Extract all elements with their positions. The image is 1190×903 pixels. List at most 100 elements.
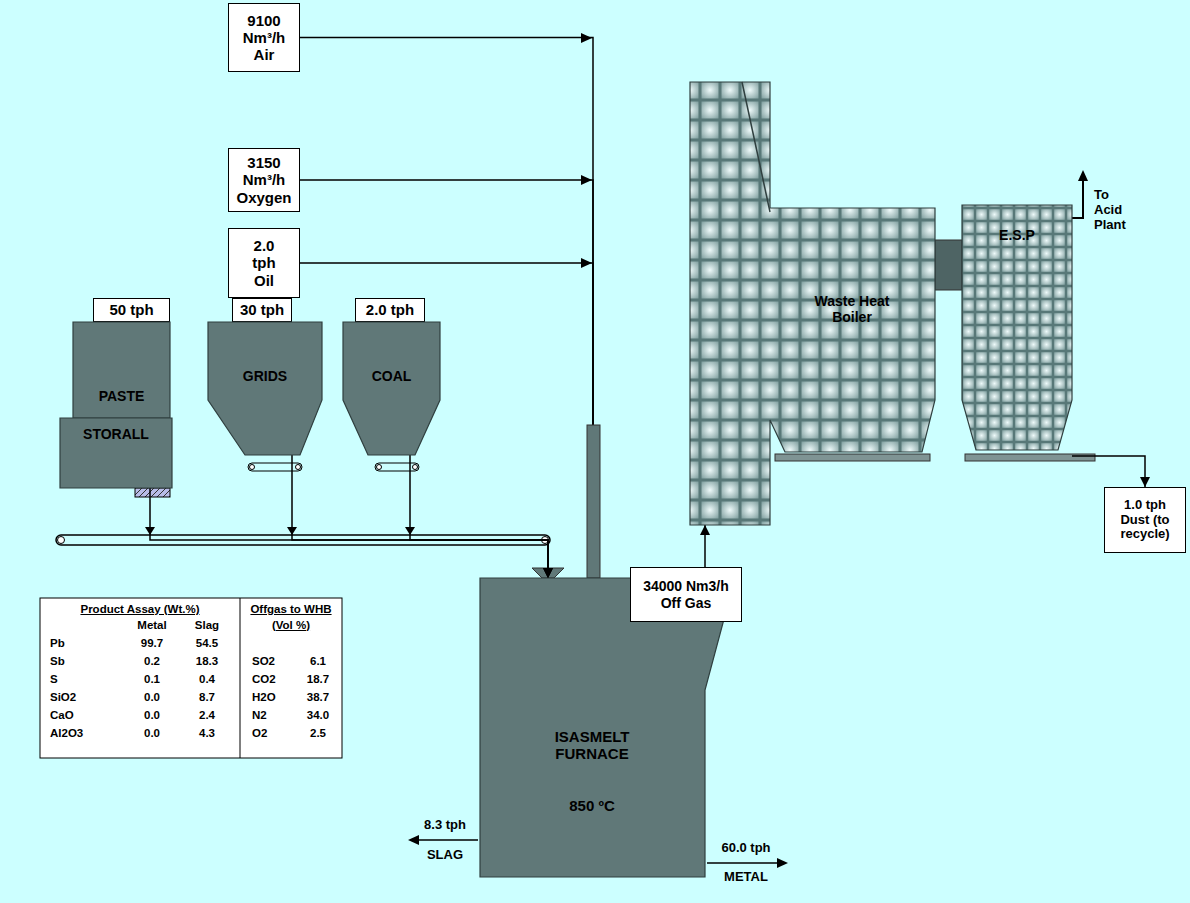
table-cell: Al2O3 (50, 727, 83, 740)
paste-bin: PASTE (73, 322, 170, 418)
grids-hopper: GRIDS (208, 322, 322, 455)
belt-pulley (377, 465, 382, 470)
table-cell: 0.0 (144, 691, 160, 704)
flow-connector (410, 455, 548, 578)
table-cell: O2 (252, 727, 267, 740)
arrowhead (777, 858, 788, 868)
flow-connector (300, 38, 593, 579)
column-header: Metal (137, 619, 166, 632)
arrowhead (408, 835, 419, 845)
flow-rate: 60.0 tph (721, 841, 770, 856)
rate-tag: 50 tph (93, 298, 170, 322)
screw-feeder (135, 488, 170, 497)
table-cell: 4.3 (199, 727, 215, 740)
storall-feeder-body (60, 418, 172, 488)
rate-tag: 30 tph (232, 298, 292, 322)
gas-duct (935, 240, 962, 290)
box-label: 9100 Nm³/h Air (243, 12, 286, 64)
flow-connector (1072, 456, 1145, 487)
isasmelt-furnace: ISASMELT FURNACE 850 ºC (480, 578, 735, 877)
isasmelt-furnace-body (480, 578, 735, 877)
table-header: Offgas to WHB (250, 603, 331, 616)
offgas-box: 34000 Nm3/h Off Gas (630, 567, 742, 622)
flow-connector (300, 263, 593, 578)
storall-feeder: STORALL (60, 418, 172, 488)
table-divider (240, 598, 241, 758)
shape-label: PASTE (73, 388, 170, 404)
assay-table (40, 598, 342, 758)
belt-feeder (248, 463, 302, 471)
coal-hopper-outline (343, 322, 440, 455)
table-cell: 34.0 (307, 709, 329, 722)
boiler-division (742, 82, 770, 212)
table-cell: 18.7 (307, 673, 329, 686)
waste-heat-boiler: Waste Heat Boiler (690, 82, 935, 525)
table-cell: 38.7 (307, 691, 329, 704)
flow-connector (150, 488, 548, 578)
belt-pulley (58, 537, 65, 544)
grids-hopper-body (208, 322, 322, 455)
input-box: 3150 Nm³/h Oxygen (228, 148, 300, 212)
input-box: 2.0 tph Oil (228, 228, 300, 298)
box-label: 3150 Nm³/h Oxygen (236, 154, 291, 206)
table-cell: 54.5 (196, 637, 218, 650)
flow-label: SLAG (427, 848, 463, 863)
shape-label: 850 ºC (542, 797, 642, 814)
dust-box: 1.0 tph Dust (to recycle) (1104, 487, 1186, 553)
table-cell: 0.1 (144, 673, 160, 686)
arrowhead (1078, 170, 1088, 181)
table-cell: 6.1 (310, 655, 326, 668)
column-header: Slag (195, 619, 219, 632)
box-label: 1.0 tph Dust (to recycle) (1109, 498, 1181, 543)
flow-connector (704, 525, 706, 567)
table-cell: 0.0 (144, 727, 160, 740)
box-label: 34000 Nm3/h Off Gas (635, 578, 737, 610)
waste-heat-boiler-outline (690, 82, 935, 525)
paste-bin-body (73, 322, 170, 418)
table-cell: CaO (50, 709, 74, 722)
table-cell: S (50, 673, 58, 686)
box-label: 2.0 tph Oil (252, 237, 275, 289)
shape-label: STORALL (60, 426, 172, 442)
box-label: 30 tph (240, 301, 284, 318)
shape-label: ISASMELT FURNACE (542, 728, 642, 763)
input-box: 9100 Nm³/h Air (228, 3, 300, 72)
shape-label: COAL (343, 368, 440, 384)
top-entry-lance (587, 425, 600, 578)
box-label: 2.0 tph (366, 301, 414, 318)
flow-connector (292, 455, 548, 578)
table-cell: 0.0 (144, 709, 160, 722)
flow-rate: 8.3 tph (424, 818, 466, 833)
table-cell: 2.5 (310, 727, 326, 740)
flow-connector (300, 180, 593, 578)
shape-label: Waste Heat Boiler (802, 293, 902, 325)
shape-label: E.S.P (962, 227, 1072, 243)
table-cell: 0.4 (199, 673, 215, 686)
waste-heat-boiler-body (690, 82, 935, 525)
flow-label: To Acid Plant (1094, 188, 1126, 233)
box-label: 50 tph (109, 301, 153, 318)
table-cell: H2O (252, 691, 276, 704)
table-cell: N2 (252, 709, 267, 722)
tap-arrow (418, 839, 478, 841)
tap-arrow (707, 862, 778, 864)
table-cell: 2.4 (199, 709, 215, 722)
coal-hopper-body (343, 322, 440, 455)
rate-tag: 2.0 tph (355, 298, 425, 322)
table-cell: Sb (50, 655, 65, 668)
coal-hopper: COAL (343, 322, 440, 455)
table-cell: 99.7 (141, 637, 163, 650)
belt-pulley (250, 465, 255, 470)
belt-pulley (413, 465, 418, 470)
flow-label: METAL (724, 870, 768, 885)
electrostatic-precipitator: E.S.P (962, 205, 1072, 460)
electrostatic-precipitator-body (962, 205, 1072, 450)
table-cell: CO2 (252, 673, 276, 686)
belt-feeder (375, 463, 419, 471)
table-cell: 18.3 (196, 655, 218, 668)
electrostatic-precipitator-outline (962, 205, 1072, 460)
gas-outlet-line (1072, 180, 1083, 218)
table-header: Product Assay (Wt.%) (80, 603, 199, 616)
